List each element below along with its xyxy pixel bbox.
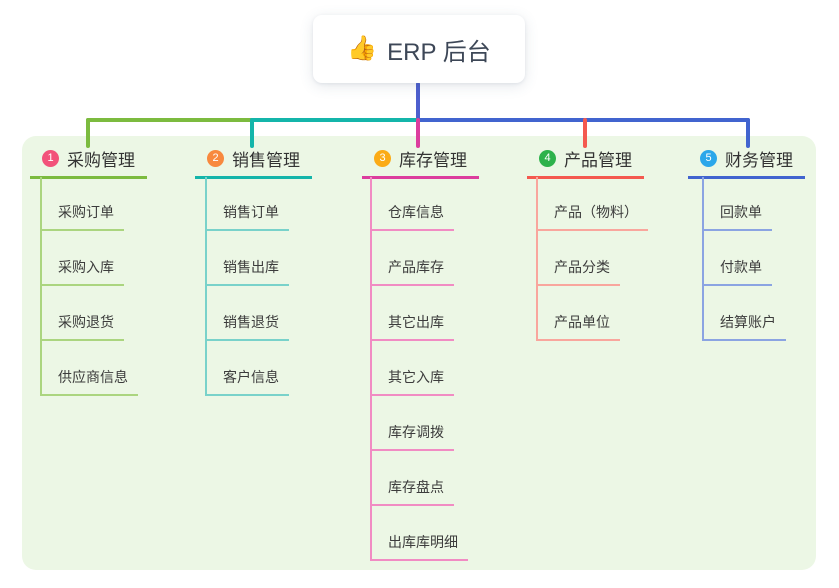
child-node-warehouse-info[interactable]: 仓库信息 [370,202,454,231]
child-node-stock-check[interactable]: 库存盘点 [370,477,454,506]
child-node-customer-info[interactable]: 客户信息 [205,367,289,396]
branch-heading-finance[interactable]: 5 财务管理 [688,146,805,179]
branch-3-drop-line [416,118,420,148]
branch-4-drop-line [583,118,587,148]
child-node-supplier-info[interactable]: 供应商信息 [40,367,138,396]
thumbs-up-icon: 👍 [347,35,378,62]
child-node-sales-return[interactable]: 销售退货 [205,312,289,341]
branch-heading-inventory[interactable]: 3 库存管理 [362,146,479,179]
badge-2-icon: 2 [207,149,224,167]
child-node-other-outbound[interactable]: 其它出库 [370,312,454,341]
child-node-product-category[interactable]: 产品分类 [536,257,620,286]
branch-heading-product[interactable]: 4 产品管理 [527,146,644,179]
branch-heading-label: 库存管理 [399,150,467,170]
child-node-product-stock[interactable]: 产品库存 [370,257,454,286]
badge-4-icon: 4 [539,149,556,167]
child-node-other-inbound[interactable]: 其它入库 [370,367,454,396]
child-node-product-unit[interactable]: 产品单位 [536,312,620,341]
badge-5-icon: 5 [700,149,717,167]
branch-3-spine-line [370,177,372,561]
branch-heading-sales[interactable]: 2 销售管理 [195,146,312,179]
root-node-label: ERP 后台 [387,38,491,66]
child-node-stock-transfer[interactable]: 库存调拨 [370,422,454,451]
branch-heading-label: 采购管理 [67,150,135,170]
branch-2-connector-line [250,118,419,122]
branch-1-spine-line [40,177,42,396]
child-node-product-material[interactable]: 产品（物料） [536,202,648,231]
child-node-receipt-bill[interactable]: 回款单 [702,202,772,231]
branch-4-spine-line [536,177,538,341]
branch-1-drop-line [86,118,90,148]
branch-heading-label: 财务管理 [725,150,793,170]
branches-background-panel [22,136,816,570]
badge-1-icon: 1 [42,149,59,167]
badge-3-icon: 3 [374,149,391,167]
root-node[interactable]: 👍 ERP 后台 [313,15,525,83]
child-node-payment-bill[interactable]: 付款单 [702,257,772,286]
child-node-purchase-inbound[interactable]: 采购入库 [40,257,124,286]
branch-heading-label: 产品管理 [564,150,632,170]
child-node-purchase-return[interactable]: 采购退货 [40,312,124,341]
branch-5-drop-line [746,118,750,148]
child-node-sales-order[interactable]: 销售订单 [205,202,289,231]
child-node-settlement-account[interactable]: 结算账户 [702,312,786,341]
branch-heading-purchase[interactable]: 1 采购管理 [30,146,147,179]
branch-2-spine-line [205,177,207,396]
root-connector-line [416,82,420,122]
branch-heading-label: 销售管理 [232,150,300,170]
child-node-sales-outbound[interactable]: 销售出库 [205,257,289,286]
branch-1-connector-line [86,118,254,122]
child-node-purchase-order[interactable]: 采购订单 [40,202,124,231]
branch-2-drop-line [250,118,254,148]
child-node-outbound-detail[interactable]: 出库库明细 [370,532,468,561]
branch-5-spine-line [702,177,704,341]
